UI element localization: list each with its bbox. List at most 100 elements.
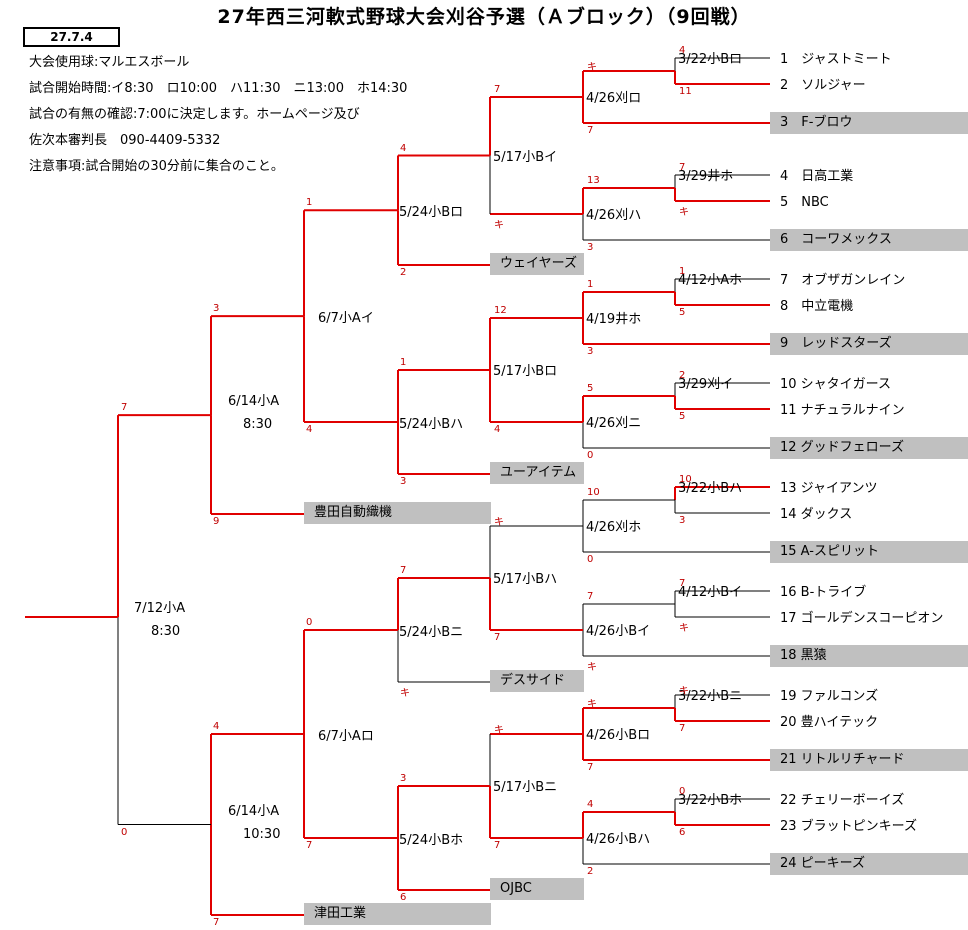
score-label: 0	[679, 786, 686, 797]
score-label: 0	[306, 617, 313, 628]
score-label: 1	[306, 197, 313, 209]
match-label: 5/17小Bニ	[493, 780, 558, 795]
score-label: 7	[587, 591, 594, 602]
team-entry: 12 グッドフェローズ	[770, 437, 968, 459]
team-entry: 8 中立電機	[780, 299, 854, 314]
score-label: 3	[679, 515, 686, 526]
seeded-team: ユーアイテム	[490, 462, 584, 484]
match-label: 5/24小Bハ	[399, 417, 464, 432]
score-label: 7	[213, 917, 220, 928]
score-label: 7	[121, 402, 128, 414]
match-label: 4/26小Bロ	[586, 728, 651, 743]
score-label: キ	[679, 623, 689, 634]
info-ball: 大会使用球:マルエスボール	[29, 55, 190, 70]
score-label: キ	[679, 686, 689, 697]
score-label: 4	[494, 424, 501, 435]
score-label: 7	[494, 84, 501, 95]
team-entry: 23 ブラットピンキーズ	[780, 819, 918, 834]
match-label: 6/14小A	[228, 803, 280, 819]
match-label: 4/26刈ニ	[586, 416, 642, 431]
score-label: 7	[679, 162, 686, 173]
score-label: 0	[587, 554, 594, 565]
match-label: 4/12小Aホ	[678, 273, 743, 288]
score-label: 1	[679, 266, 686, 277]
score-label: 12	[494, 305, 507, 316]
score-label: 2	[400, 267, 407, 278]
score-label: 6	[400, 892, 407, 903]
score-label: キ	[587, 662, 597, 673]
seeded-team: デスサイド	[490, 670, 584, 692]
match-label: 6/7小Aイ	[318, 311, 374, 327]
team-entry: 1 ジャストミート	[780, 52, 892, 67]
score-label: 11	[679, 86, 692, 97]
match-label: 3/22小Bロ	[678, 52, 743, 67]
seeded-team: 津田工業	[304, 903, 491, 925]
match-label: 4/26小Bイ	[586, 624, 651, 639]
score-label: 7	[679, 578, 686, 589]
team-entry: 14 ダックス	[780, 507, 853, 522]
score-label: 4	[213, 721, 220, 732]
match-label: 3/29刈イ	[678, 377, 734, 392]
score-label: 7	[494, 632, 501, 643]
date-box: 27.7.4	[23, 27, 120, 47]
team-entry: 7 オブザガンレイン	[780, 273, 906, 288]
score-label: キ	[494, 725, 504, 736]
match-label: 5/17小Bロ	[493, 364, 558, 379]
score-label: 1	[587, 279, 594, 290]
score-label: 9	[213, 516, 220, 527]
final-match-time: 8:30	[151, 624, 181, 639]
team-entry: 21 リトルリチャード	[770, 749, 968, 771]
score-label: キ	[494, 220, 504, 231]
match-label: 4/12小Bイ	[678, 585, 743, 600]
score-label: キ	[587, 62, 597, 73]
match-label: 5/24小Bホ	[399, 833, 464, 848]
match-label: 5/17小Bハ	[493, 572, 558, 587]
score-label: 7	[494, 840, 501, 851]
score-label: 4	[306, 424, 313, 435]
score-label: 10	[679, 474, 692, 485]
score-label: キ	[679, 207, 689, 218]
score-label: 5	[679, 307, 686, 318]
score-label: 5	[587, 383, 594, 394]
score-label: キ	[400, 688, 410, 699]
score-label: 10	[587, 487, 600, 498]
score-label: 7	[400, 565, 407, 576]
match-time: 10:30	[243, 826, 281, 842]
team-entry: 9 レッドスターズ	[770, 333, 968, 355]
team-entry: 18 黒猿	[770, 645, 968, 667]
match-label: 3/22小Bホ	[678, 793, 743, 808]
team-entry: 16 B-トライブ	[780, 585, 867, 600]
score-label: 7	[587, 125, 594, 136]
match-label: 6/14小A	[228, 394, 280, 410]
info-notes: 注意事項:試合開始の30分前に集合のこと。	[29, 159, 284, 174]
team-entry: 10 シャタイガース	[780, 377, 892, 392]
team-entry: 13 ジャイアンツ	[780, 481, 878, 496]
match-label: 5/24小Bニ	[399, 625, 464, 640]
team-entry: 4 日高工業	[780, 169, 854, 184]
score-label: 13	[587, 175, 600, 186]
team-entry: 11 ナチュラルナイン	[780, 403, 905, 418]
team-entry: 15 A-スピリット	[770, 541, 968, 563]
score-label: 7	[306, 840, 313, 851]
score-label: 3	[400, 476, 407, 487]
team-entry: 2 ソルジャー	[780, 78, 866, 93]
match-label: 4/26刈ホ	[586, 520, 642, 535]
team-entry: 19 ファルコンズ	[780, 689, 879, 704]
score-label: キ	[587, 699, 597, 710]
match-label: 3/22小Bハ	[678, 481, 743, 496]
score-label: 0	[587, 450, 594, 461]
score-label: 3	[400, 773, 407, 784]
team-entry: 22 チェリーボーイズ	[780, 793, 905, 808]
score-label: 4	[400, 142, 407, 154]
score-label: 7	[679, 723, 686, 734]
team-entry: 5 NBC	[780, 195, 829, 210]
score-label: 4	[679, 45, 686, 56]
team-entry: 3 F-ブロウ	[770, 112, 968, 134]
info-umpire: 佐次本審判長 090-4409-5332	[29, 133, 221, 148]
seeded-team: ウェイヤーズ	[490, 253, 584, 275]
team-entry: 6 コーワメックス	[770, 229, 968, 251]
score-label: 7	[587, 762, 594, 773]
match-label: 5/24小Bロ	[399, 205, 464, 221]
score-label: 3	[587, 346, 594, 357]
